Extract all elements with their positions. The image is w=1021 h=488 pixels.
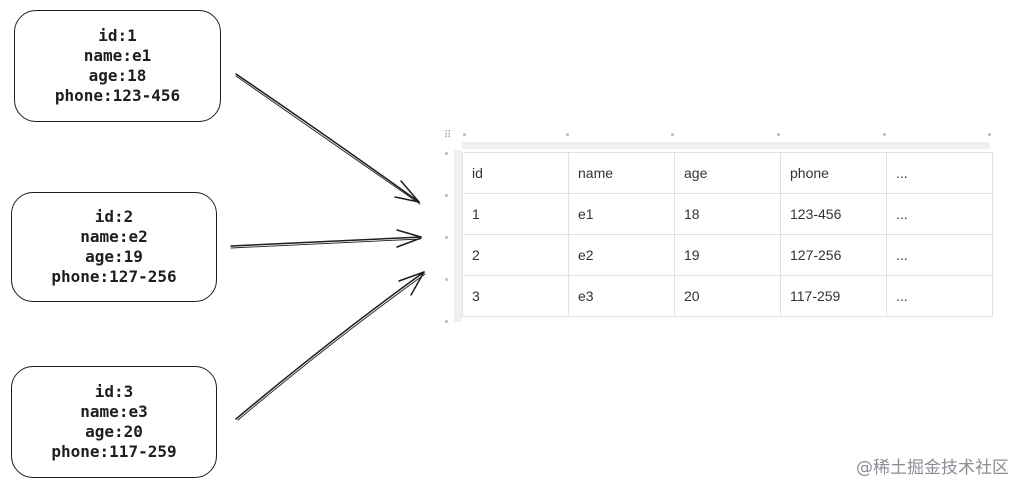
table-cell[interactable]: 18 [674,193,781,235]
table-cell[interactable]: e2 [568,234,675,276]
record-card-2: id:2 name:e2 age:19 phone:127-256 [11,192,217,302]
table-cell[interactable]: 1 [462,193,569,235]
column-handle[interactable] [777,133,780,136]
records-table: id name age phone ... 1 e1 18 123-456 ..… [462,152,993,317]
arrow-1 [235,73,421,205]
table-cell[interactable]: name [568,152,675,194]
column-handle[interactable] [566,133,569,136]
table-cell[interactable]: id [462,152,569,194]
table-cell[interactable]: 123-456 [780,193,887,235]
record-card-1: id:1 name:e1 age:18 phone:123-456 [14,10,221,122]
record-name: name:e1 [83,46,152,65]
record-id: id:1 [98,26,137,45]
table-cell[interactable]: phone [780,152,887,194]
record-phone: phone:127-256 [51,267,177,286]
record-card-3: id:3 name:e3 age:20 phone:117-259 [11,366,217,478]
watermark: @稀土掘金技术社区 [856,458,1009,478]
column-handle[interactable] [463,133,466,136]
column-handle[interactable] [883,133,886,136]
table-cell[interactable]: 2 [462,234,569,276]
table-cell[interactable]: ... [886,152,993,194]
record-name: name:e2 [80,227,148,246]
record-age: age:19 [85,247,143,266]
data-table-widget: ⠿ id name age phone ... 1 e1 18 123-456 … [444,130,994,330]
record-id: id:3 [94,382,134,401]
row-handle[interactable] [445,152,448,155]
row-handle[interactable] [445,194,448,197]
column-handle[interactable] [988,133,991,136]
record-phone: phone:123-456 [54,86,181,105]
row-handle[interactable] [445,236,448,239]
table-row: 1 e1 18 123-456 ... [462,193,993,235]
table-cell[interactable]: ... [886,193,993,235]
table-cell[interactable]: 117-259 [780,275,887,317]
arrow-3 [235,271,426,421]
row-handle[interactable] [445,278,448,281]
record-id: id:2 [94,207,134,226]
column-handle[interactable] [671,133,674,136]
table-cell[interactable]: 3 [462,275,569,317]
record-age: age:18 [88,66,147,85]
table-cell[interactable]: ... [886,275,993,317]
table-header-row: id name age phone ... [462,152,993,194]
record-name: name:e3 [80,402,148,421]
table-cell[interactable]: age [674,152,781,194]
column-selector-bar[interactable] [462,142,990,149]
arrow-2 [230,229,422,249]
table-cell[interactable]: ... [886,234,993,276]
table-cell[interactable]: 127-256 [780,234,887,276]
table-cell[interactable]: e3 [568,275,675,317]
table-row: 3 e3 20 117-259 ... [462,275,993,317]
table-cell[interactable]: e1 [568,193,675,235]
row-handle[interactable] [445,320,448,323]
row-selector-bar[interactable] [454,150,462,322]
drag-handle-icon[interactable]: ⠿ [444,130,451,141]
record-phone: phone:117-259 [51,442,177,461]
table-row: 2 e2 19 127-256 ... [462,234,993,276]
record-age: age:20 [85,422,143,441]
table-cell[interactable]: 19 [674,234,781,276]
table-cell[interactable]: 20 [674,275,781,317]
